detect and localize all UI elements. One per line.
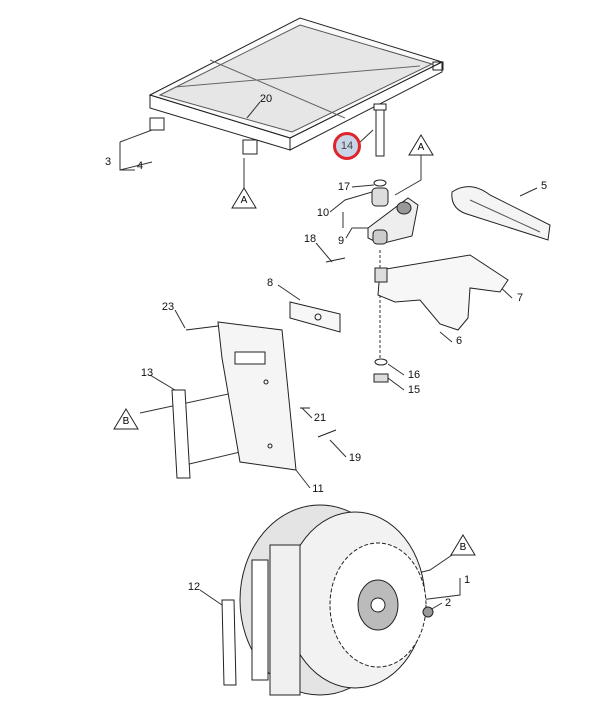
triangle-icon [113, 408, 139, 430]
callout-23: 23 [161, 301, 175, 313]
reference-triangle-b: B [450, 534, 476, 556]
reference-label: A [240, 195, 248, 206]
reference-triangle-b: B [113, 408, 139, 430]
callout-11: 11 [312, 483, 324, 495]
callout-9: 9 [337, 235, 345, 247]
callout-10: 10 [316, 207, 330, 219]
triangle-icon [231, 187, 257, 209]
callout-8: 8 [266, 277, 274, 289]
callout-21: 21 [313, 412, 327, 424]
callout-15: 15 [407, 384, 421, 396]
callout-5: 5 [540, 180, 548, 192]
callout-16: 16 [407, 369, 421, 381]
reference-label: B [459, 542, 467, 553]
callout-17: 17 [337, 181, 351, 193]
reference-label: B [122, 416, 130, 427]
callout-14-highlighted[interactable]: 14 [333, 132, 361, 160]
callout-13: 13 [140, 367, 154, 379]
triangle-icon [450, 534, 476, 556]
reference-label: A [417, 142, 425, 153]
callout-19: 19 [348, 452, 362, 464]
callout-6: 6 [455, 335, 463, 347]
callout-18: 18 [303, 233, 317, 245]
triangle-icon [408, 134, 434, 156]
engine-mount [367, 179, 419, 245]
callout-12: 12 [187, 581, 201, 593]
callout-7: 7 [516, 292, 524, 304]
reference-triangle-a: A [231, 187, 257, 209]
rotor-assembly [239, 504, 434, 696]
callout-3: 3 [104, 156, 112, 168]
callout-20: 20 [259, 93, 273, 105]
heat-shield [451, 186, 551, 241]
reference-triangle-a: A [408, 134, 434, 156]
cover-panel [148, 17, 444, 155]
callout-1: 1 [463, 574, 471, 586]
callout-2: 2 [444, 597, 452, 609]
callout-4: 4 [136, 160, 144, 172]
